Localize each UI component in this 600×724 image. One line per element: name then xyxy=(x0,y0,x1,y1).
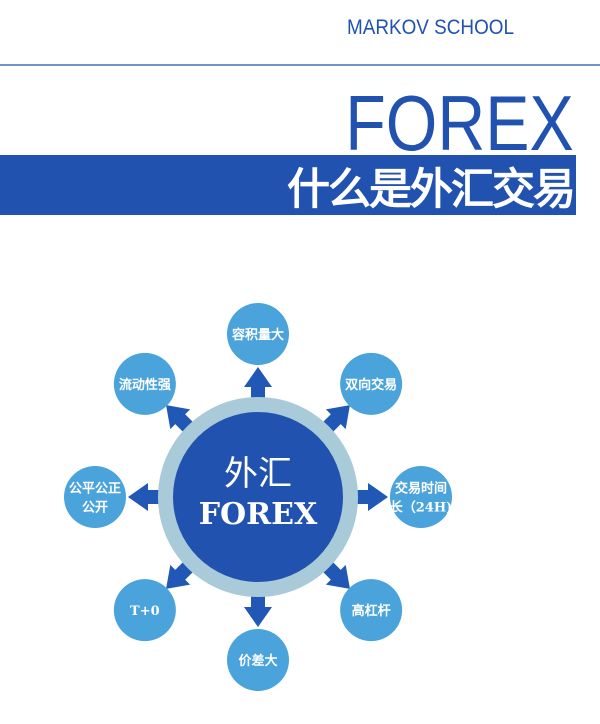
feature-label: 高杠杆 xyxy=(352,603,391,619)
arrow-icon xyxy=(322,561,350,589)
feature-label: 公平公正 xyxy=(69,482,121,497)
page-subtitle: 什么是外汇交易 xyxy=(287,165,576,215)
feature-node: T+0 xyxy=(113,579,176,642)
feature-node: 价差大 xyxy=(227,629,289,691)
feature-label: 公开 xyxy=(82,501,108,516)
feature-node: 容积量大 xyxy=(227,303,289,365)
feature-label: T+0 xyxy=(130,604,160,619)
page-title: FOREX xyxy=(345,79,574,167)
arrow-icon xyxy=(166,561,194,589)
feature-circle xyxy=(340,579,403,642)
arrow-icon xyxy=(356,483,388,511)
arrow-icon xyxy=(244,367,272,399)
feature-circle xyxy=(113,579,176,642)
arrow-icon xyxy=(128,483,160,511)
center-circle xyxy=(173,412,343,582)
feature-label: 长（24H) xyxy=(390,500,453,516)
feature-label: 价差大 xyxy=(238,653,277,669)
feature-node: 双向交易 xyxy=(340,352,403,415)
feature-node: 高杠杆 xyxy=(340,579,403,642)
subtitle-band: 什么是外汇交易 xyxy=(0,155,576,215)
header-divider xyxy=(0,64,600,66)
arrow-icon xyxy=(244,595,272,627)
feature-label: 容积量大 xyxy=(231,327,284,343)
feature-circle xyxy=(340,352,403,415)
feature-circle xyxy=(227,629,289,691)
brand-name: MARKOV SCHOOL xyxy=(347,16,514,39)
feature-label: 双向交易 xyxy=(345,377,397,393)
feature-circle xyxy=(113,352,176,415)
feature-label: 交易时间 xyxy=(395,481,447,497)
arrow-icon xyxy=(322,405,350,433)
feature-circle xyxy=(390,466,452,528)
arrow-icon xyxy=(166,405,194,433)
feature-node: 流动性强 xyxy=(113,352,176,415)
center-label-cn: 外汇 xyxy=(224,454,292,494)
feature-label: 流动性强 xyxy=(119,377,171,393)
center-label-en: FOREX xyxy=(199,497,318,532)
feature-circle xyxy=(64,466,126,528)
feature-circle xyxy=(227,303,289,365)
